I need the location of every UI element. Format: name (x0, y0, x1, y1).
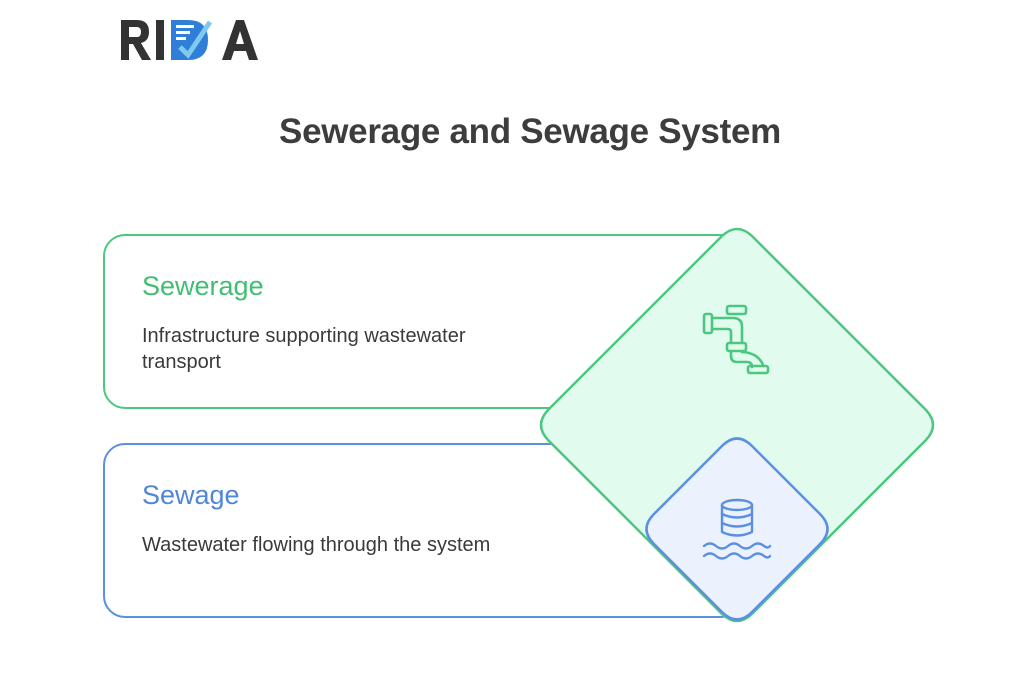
sewage-description: Wastewater flowing through the system (142, 534, 491, 556)
sewage-card: Sewage Wastewater flowing through the sy… (103, 443, 743, 618)
sewerage-heading: Sewerage (142, 271, 264, 301)
sewage-diamond (645, 437, 829, 621)
waste-barrel-water-icon (702, 498, 772, 560)
sewerage-diamond (539, 227, 935, 623)
page-title: Sewerage and Sewage System (279, 112, 781, 151)
pipe-icon (702, 304, 770, 375)
sewage-heading: Sewage (142, 480, 240, 510)
sewerage-description: Infrastructure supporting wastewater tra… (142, 325, 466, 373)
rida-logo (118, 14, 264, 64)
